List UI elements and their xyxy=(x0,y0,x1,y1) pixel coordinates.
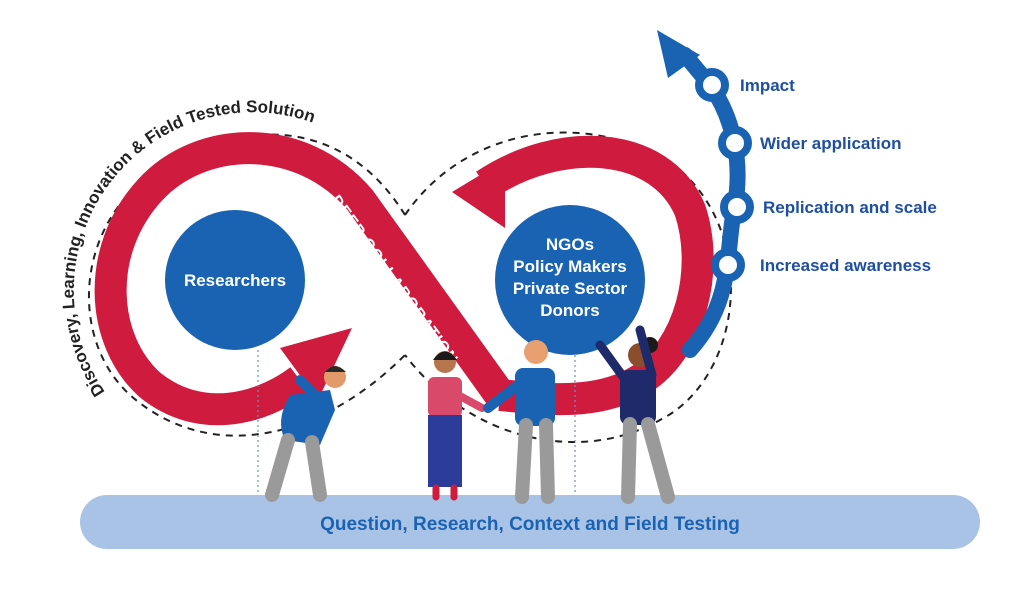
step-label-replication: Replication and scale xyxy=(763,198,937,217)
woman-hair xyxy=(433,351,457,360)
stakeholders-line-1: NGOs xyxy=(546,235,594,254)
band-label: DEEP COLLABORATION xyxy=(327,192,461,368)
step-node-replication xyxy=(720,190,754,224)
researchers-label: Researchers xyxy=(184,271,286,290)
man-arm xyxy=(483,380,523,413)
outcome-arrowhead xyxy=(657,30,700,78)
reaching-torso xyxy=(620,370,656,425)
right-loop-arrowhead xyxy=(452,160,505,228)
man-torso xyxy=(515,368,555,426)
man-head xyxy=(524,340,548,364)
left-loop-arrowhead xyxy=(280,328,352,400)
reaching-legs xyxy=(621,417,675,504)
stakeholders-circle xyxy=(495,205,645,355)
stakeholders-line-4: Donors xyxy=(540,301,600,320)
researchers-circle xyxy=(165,210,305,350)
step-node-impact xyxy=(695,68,729,102)
dashed-outline-left xyxy=(87,133,406,437)
right-loop xyxy=(476,135,714,416)
researcher-legs xyxy=(265,433,327,502)
left-loop xyxy=(94,132,513,426)
stakeholders-line-3: Private Sector xyxy=(513,279,628,298)
stakeholders-line-2: Policy Makers xyxy=(513,257,626,276)
woman-arm xyxy=(454,391,486,412)
woman-figure xyxy=(428,351,486,501)
step-label-awareness: Increased awareness xyxy=(760,256,931,275)
woman-skirt xyxy=(428,415,462,487)
reaching-arm-left xyxy=(595,340,629,383)
woman-top xyxy=(428,377,462,417)
man-figure xyxy=(483,340,555,504)
step-node-wider xyxy=(718,126,752,160)
step-label-wider: Wider application xyxy=(760,134,902,153)
step-label-impact: Impact xyxy=(740,76,795,95)
man-legs xyxy=(515,418,555,504)
base-label: Question, Research, Context and Field Te… xyxy=(320,514,740,535)
reaching-arm-right xyxy=(635,325,657,380)
researcher-hair xyxy=(325,366,346,372)
base-band xyxy=(80,495,980,549)
researcher-arm xyxy=(295,375,325,405)
step-node-awareness xyxy=(711,248,745,282)
woman-feet xyxy=(432,484,458,501)
researcher-figure xyxy=(265,366,346,502)
reaching-woman-figure xyxy=(595,325,675,504)
